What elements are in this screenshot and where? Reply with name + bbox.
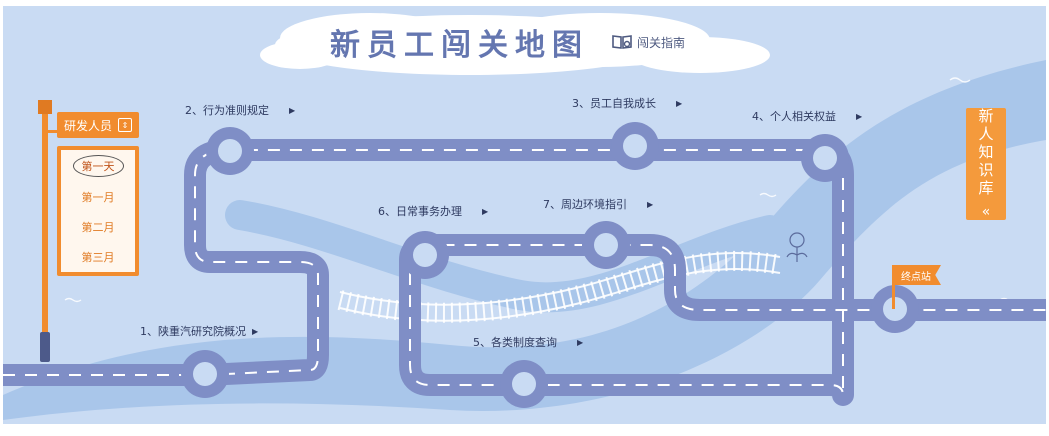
station-label-1-text: 1、陕重汽研究院概况 xyxy=(140,325,246,338)
signpost xyxy=(38,100,58,362)
play-arrow-icon: ▶ xyxy=(647,199,654,209)
play-arrow-icon: ▶ xyxy=(252,326,259,336)
knowledge-char-2: 人 xyxy=(978,125,994,143)
role-select[interactable]: 研发人员 ⇕ xyxy=(57,112,139,138)
double-chevron-left-icon: « xyxy=(981,204,991,220)
station-label-4-text: 4、个人相关权益 xyxy=(752,110,836,123)
book-icon xyxy=(612,35,632,49)
phase-item-month1[interactable]: 第一月 xyxy=(81,191,115,204)
station-label-3[interactable]: 3、员工自我成长 ▶ xyxy=(572,95,682,111)
knowledge-char-1: 新 xyxy=(978,107,994,125)
phase-item-month3[interactable]: 第三月 xyxy=(81,251,115,264)
station-label-6[interactable]: 6、日常事务办理 ▶ xyxy=(378,203,488,219)
station-label-1[interactable]: 1、陕重汽研究院概况 ▶ xyxy=(140,323,258,339)
knowledge-char-5: 库 xyxy=(978,179,994,197)
terminal-flag[interactable]: 终点站 xyxy=(893,265,941,285)
station-label-2-text: 2、行为准则规定 xyxy=(185,104,269,117)
knowledge-char-4: 识 xyxy=(978,161,994,179)
page-title: 新员工闯关地图 xyxy=(330,28,589,63)
play-arrow-icon: ▶ xyxy=(577,337,584,347)
terminal-label: 终点站 xyxy=(901,271,931,283)
station-label-5[interactable]: 5、各类制度查询 ▶ xyxy=(473,334,583,350)
station-label-2[interactable]: 2、行为准则规定 ▶ xyxy=(185,102,295,118)
station-label-7[interactable]: 7、周边环境指引 ▶ xyxy=(543,196,653,212)
play-arrow-icon: ▶ xyxy=(482,206,489,216)
phase-item-month2[interactable]: 第二月 xyxy=(81,221,115,234)
station-label-3-text: 3、员工自我成长 xyxy=(572,97,656,110)
station-label-5-text: 5、各类制度查询 xyxy=(473,336,557,349)
guide-label: 闯关指南 xyxy=(637,35,686,50)
title-bar: 新员工闯关地图 闯关指南 xyxy=(330,20,685,64)
phase-item-day1[interactable]: 第一天 xyxy=(72,155,124,177)
play-arrow-icon: ▶ xyxy=(289,105,296,115)
station-label-6-text: 6、日常事务办理 xyxy=(378,205,462,218)
play-arrow-icon: ▶ xyxy=(676,98,683,108)
title-cloud xyxy=(260,13,770,75)
flower-decoration xyxy=(786,232,808,262)
role-select-value: 研发人员 xyxy=(63,118,112,133)
play-arrow-icon: ▶ xyxy=(856,111,863,121)
knowledge-base-button[interactable]: 新 人 知 识 库 « xyxy=(966,107,1006,220)
terminal-flag-pole xyxy=(892,265,895,309)
guide-link[interactable]: 闯关指南 xyxy=(611,34,685,51)
knowledge-char-3: 知 xyxy=(978,143,994,161)
station-label-4[interactable]: 4、个人相关权益 ▶ xyxy=(752,108,862,124)
select-chevron-icon: ⇕ xyxy=(118,118,132,132)
station-label-7-text: 7、周边环境指引 xyxy=(543,198,627,211)
phase-panel: 第一天 第一月 第二月 第三月 xyxy=(57,146,139,276)
